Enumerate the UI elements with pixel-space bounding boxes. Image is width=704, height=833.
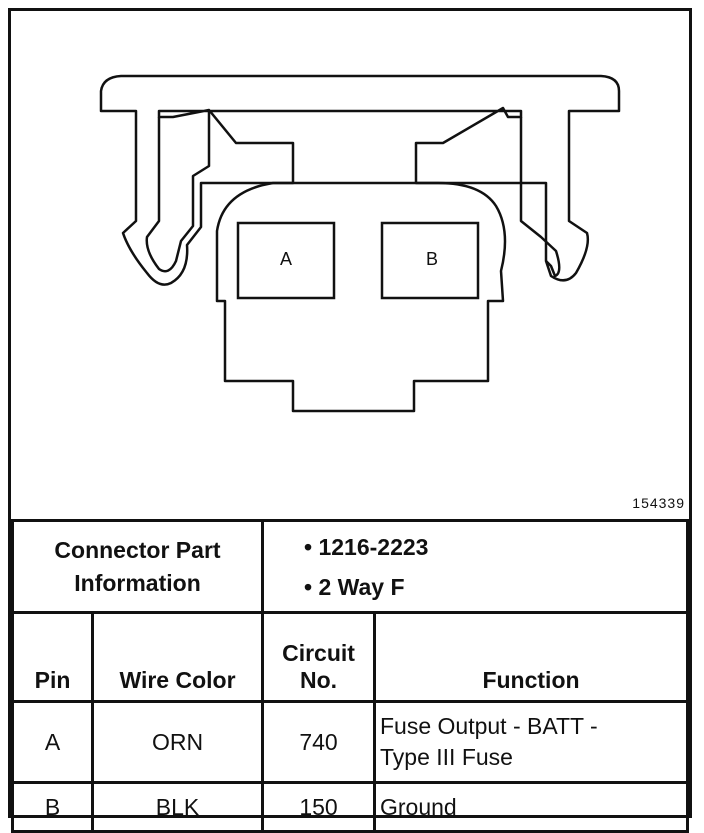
col-pin: Pin [11, 611, 94, 703]
circuit-cell: 150 [261, 781, 376, 833]
connector-part-label-line1: Connector Part [54, 536, 221, 563]
connector-part-label: Connector Part Information [11, 519, 264, 614]
pin-cell: B [11, 781, 94, 833]
connector-type: 2 Way F [304, 567, 686, 607]
col-circuit: Circuit No. [261, 611, 376, 703]
pin-cell: A [11, 700, 94, 784]
pin-cavity-b [380, 221, 480, 300]
connector-diagram: A B 154339 [11, 11, 689, 519]
col-circuit-line1: Circuit [282, 640, 355, 666]
connector-face-drawing: A B [99, 74, 621, 413]
part-number: 1216-2223 [304, 527, 686, 567]
column-header-row: Pin Wire Color Circuit No. Function [11, 611, 689, 703]
connector-housing [215, 181, 507, 413]
function-cell: Ground [373, 781, 689, 833]
circuit-cell: 740 [261, 700, 376, 784]
pinout-table: Connector Part Information 1216-2223 2 W… [11, 519, 689, 833]
col-wire-color: Wire Color [91, 611, 264, 703]
col-circuit-line2: No. [299, 667, 338, 693]
wire-color-cell: BLK [91, 781, 264, 833]
pin-label-b: B [426, 249, 438, 269]
function-line2: Type III Fuse [380, 744, 513, 770]
function-line1: Fuse Output - BATT - [380, 713, 598, 739]
col-function: Function [373, 611, 689, 703]
right-latch [519, 117, 561, 278]
connector-part-label-line2: Information [74, 569, 201, 596]
function-line1: Ground [380, 793, 457, 820]
connector-part-values: 1216-2223 2 Way F [261, 519, 689, 614]
pin-label-a: A [280, 249, 292, 269]
connector-frame: A B 154339 Connector Part Information 12… [8, 8, 692, 833]
wire-color-cell: ORN [91, 700, 264, 784]
left-latch [145, 110, 211, 273]
table-row: A ORN 740 Fuse Output - BATT - Type III … [11, 700, 689, 784]
table-row: B BLK 150 Ground [11, 781, 689, 833]
connector-info-row: Connector Part Information 1216-2223 2 W… [11, 519, 689, 614]
pin-cavity-a [236, 221, 336, 300]
figure-number: 154339 [632, 495, 685, 511]
function-cell: Fuse Output - BATT - Type III Fuse [373, 700, 689, 784]
